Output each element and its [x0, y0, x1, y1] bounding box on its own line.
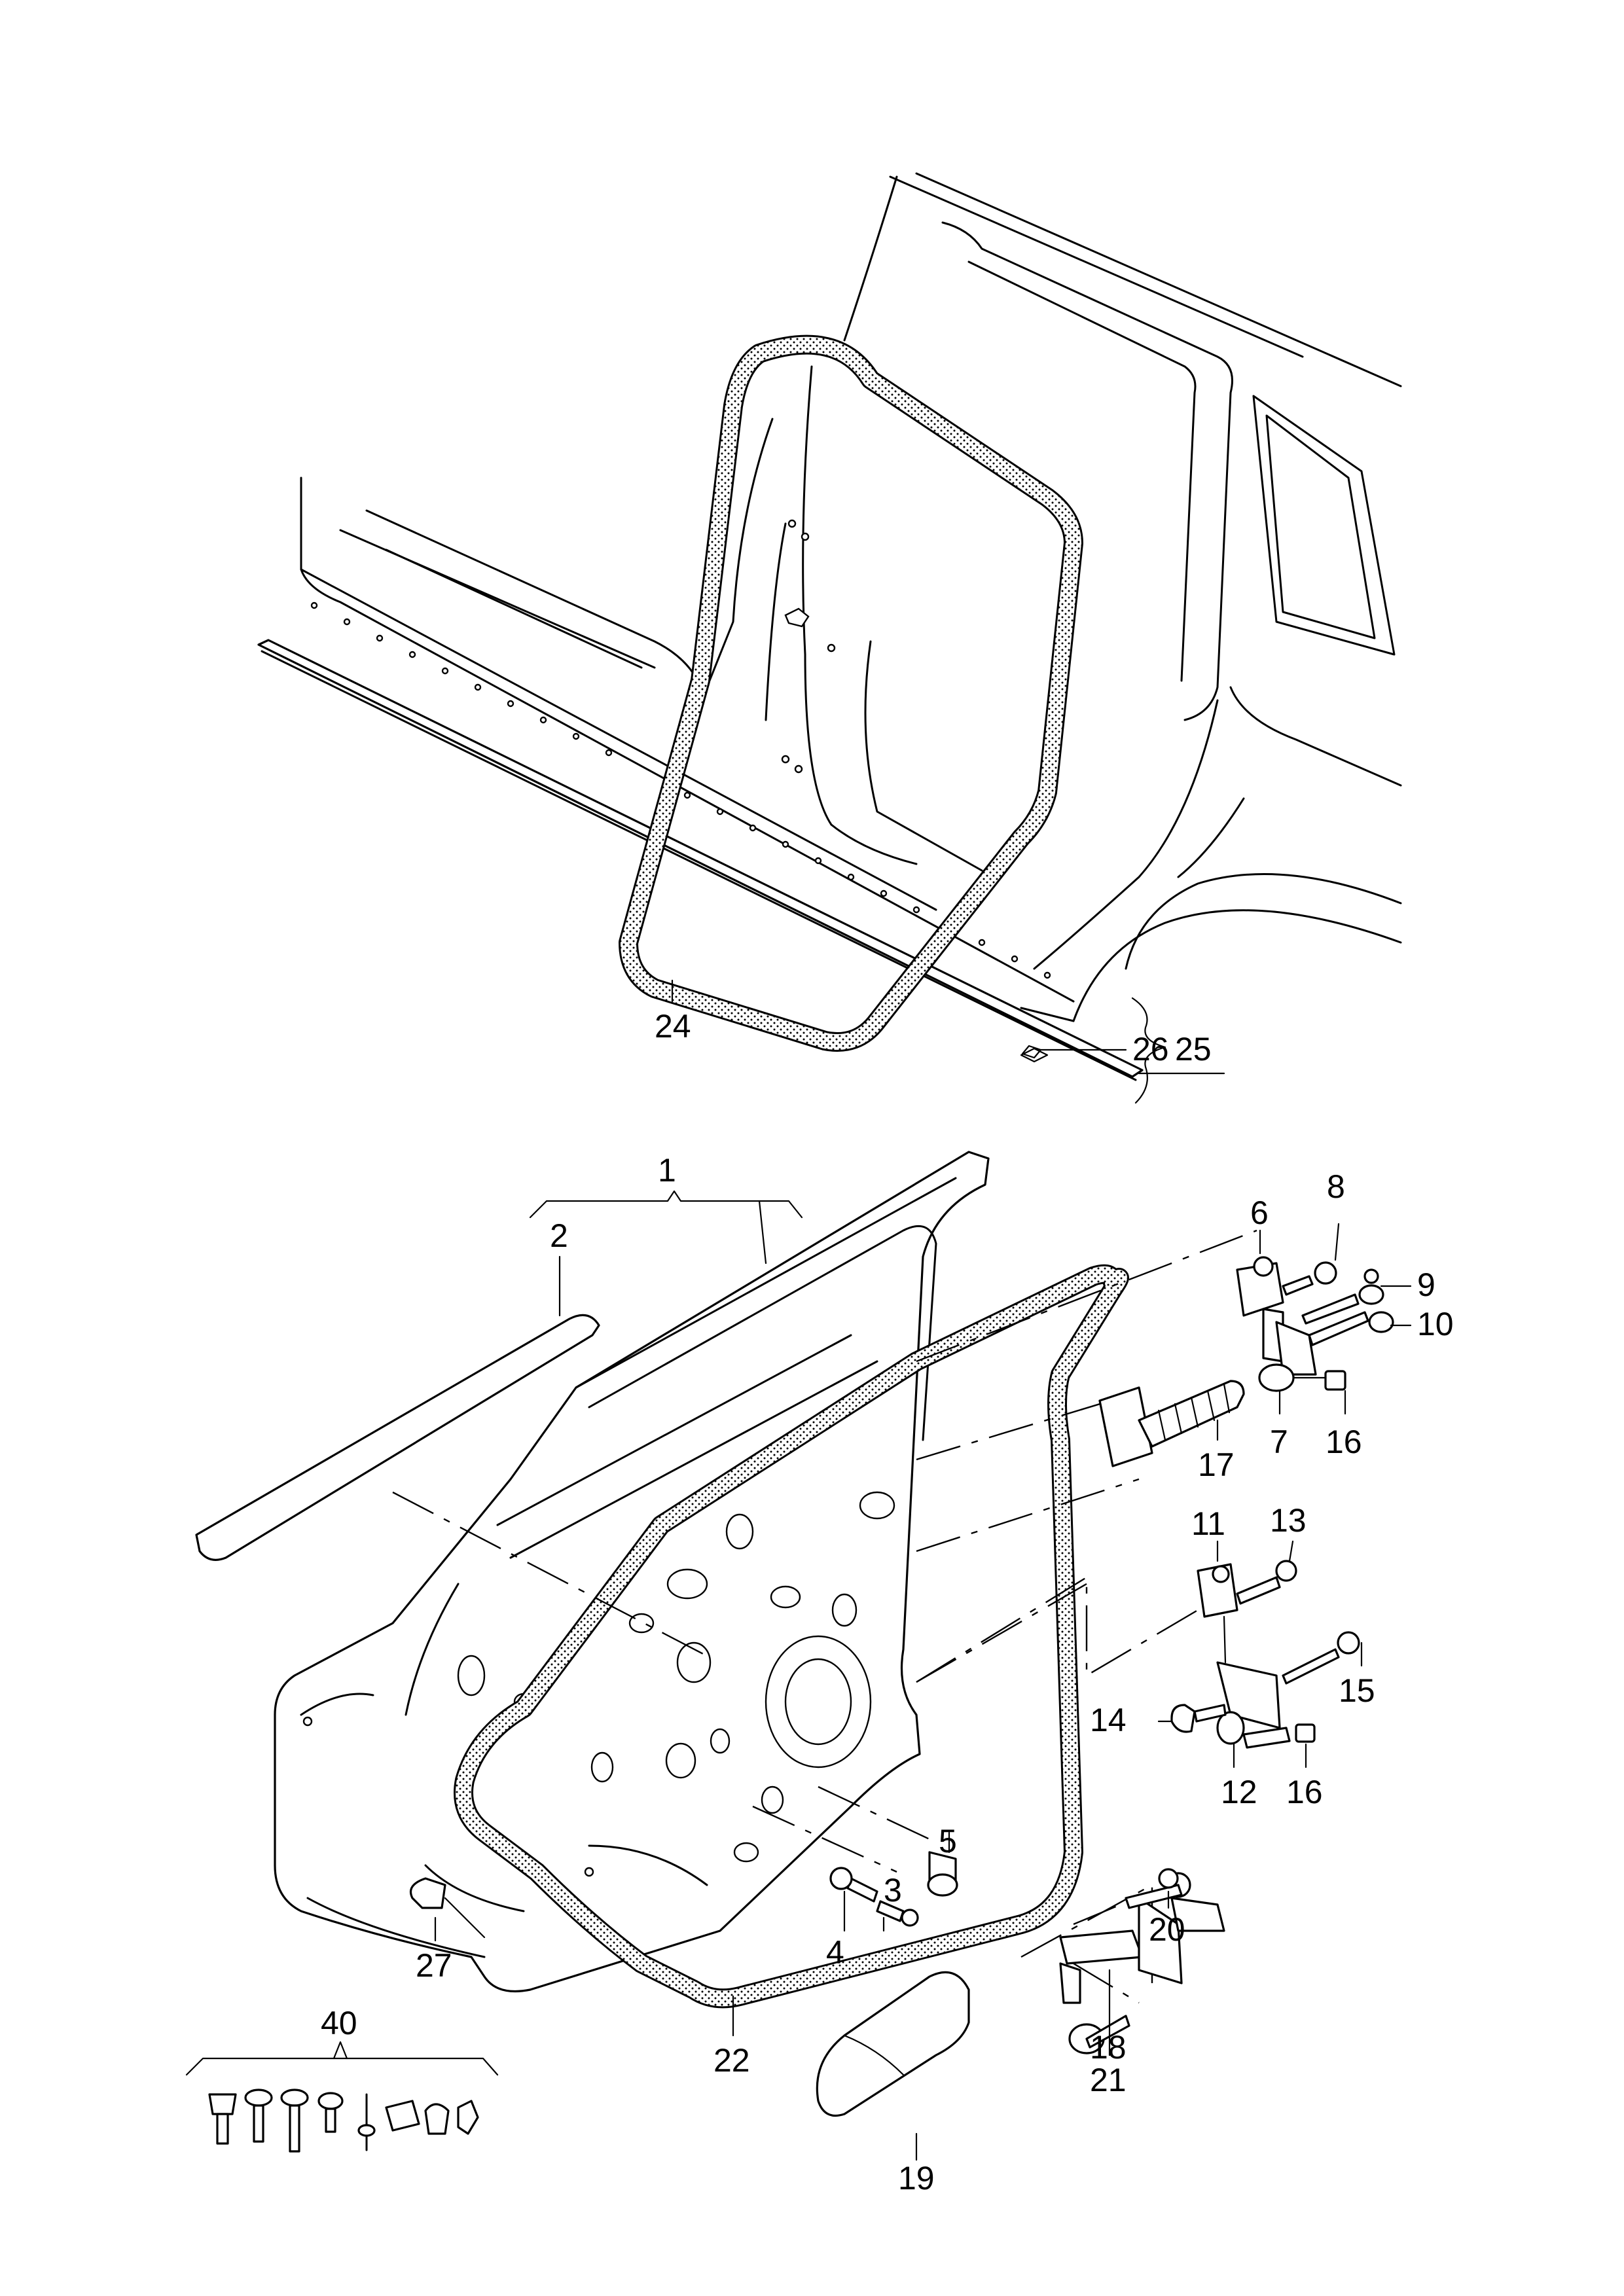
callout-3: 3 [884, 1872, 902, 1909]
callout-leaders [434, 1190, 1412, 2161]
callout-40: 40 [321, 2005, 357, 2041]
callout-1: 1 [658, 1152, 676, 1189]
callout-4: 4 [826, 1934, 844, 1971]
callout-25: 25 [1175, 1031, 1212, 1067]
callout-22: 22 [713, 2042, 750, 2079]
callout-16b: 16 [1286, 1774, 1323, 1810]
callouts: 1 2 3 4 5 6 7 8 9 10 11 12 13 14 15 16 1… [321, 1008, 1454, 2197]
callout-5: 5 [939, 1823, 957, 1859]
callout-12: 12 [1221, 1774, 1257, 1810]
callout-9: 9 [1417, 1266, 1435, 1303]
top-leader-lines [671, 979, 1225, 1104]
small-fasteners [409, 1831, 958, 1939]
callout-20: 20 [1149, 1911, 1185, 1948]
callout-13: 13 [1270, 1502, 1307, 1539]
lower-hinge [1170, 1560, 1360, 1749]
car-body-outline [300, 172, 1402, 1022]
callout-15: 15 [1339, 1672, 1375, 1709]
callout-11: 11 [1191, 1505, 1225, 1542]
callout-7: 7 [1270, 1424, 1288, 1460]
callout-14: 14 [1090, 1702, 1127, 1738]
window-trim-strip [195, 1314, 600, 1561]
callout-17: 17 [1198, 1446, 1235, 1483]
door-seal [454, 1264, 1129, 2009]
fastener-kit [185, 2041, 499, 2153]
callout-18: 18 [1090, 2029, 1127, 2066]
upper-hinge [1236, 1256, 1394, 1392]
callout-6: 6 [1250, 1194, 1269, 1231]
door-check [816, 1868, 1225, 2117]
callout-10: 10 [1417, 1306, 1454, 1342]
callout-26: 26 [1132, 1031, 1169, 1067]
callout-21: 21 [1090, 2062, 1127, 2098]
callout-27: 27 [416, 1947, 452, 1984]
check-strap-boot [1098, 1380, 1245, 1467]
body-holes [310, 519, 1051, 979]
callout-19: 19 [898, 2160, 935, 2197]
body-door-seal [619, 334, 1083, 1052]
callout-24: 24 [655, 1008, 691, 1045]
callout-8: 8 [1327, 1168, 1345, 1205]
callout-2: 2 [550, 1217, 568, 1254]
callout-16a: 16 [1326, 1424, 1362, 1460]
